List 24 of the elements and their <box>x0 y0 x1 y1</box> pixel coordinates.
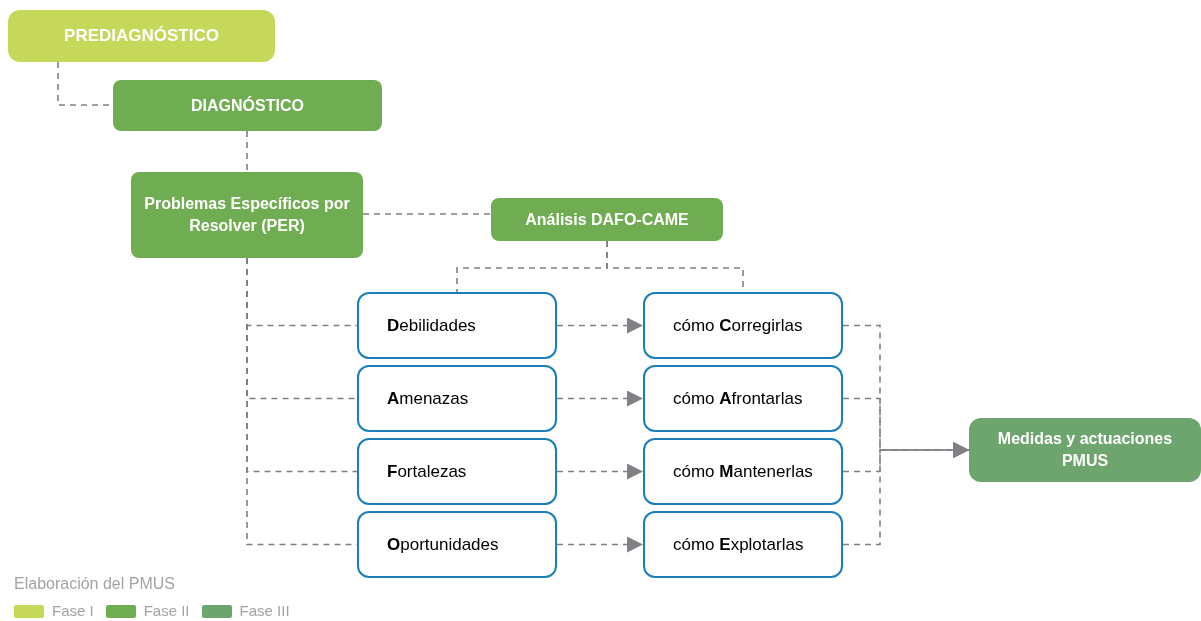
phase-box: Problemas Específicos por Resolver (PER) <box>131 172 363 258</box>
swot-box: Oportunidades <box>357 511 557 578</box>
swot-box: cómo Corregirlas <box>643 292 843 359</box>
swot-box: Amenazas <box>357 365 557 432</box>
phase-box: Medidas y actuaciones PMUS <box>969 418 1201 482</box>
swot-box: Fortalezas <box>357 438 557 505</box>
arrow <box>556 463 644 480</box>
phase-box: DIAGNÓSTICO <box>113 80 382 131</box>
connector-line <box>246 130 248 173</box>
swot-box: cómo Explotarlas <box>643 511 843 578</box>
connector-line <box>362 213 492 215</box>
legend-title: Elaboración del PMUS <box>14 574 175 594</box>
arrow <box>556 390 644 407</box>
arrow <box>556 317 644 334</box>
swot-box: cómo Afrontarlas <box>643 365 843 432</box>
legend-label: Fase III <box>239 601 290 621</box>
legend-label: Fase II <box>143 601 190 621</box>
swot-box: cómo Mantenerlas <box>643 438 843 505</box>
arrow <box>842 442 970 546</box>
swot-box: Debilidades <box>357 292 557 359</box>
phase-box: Análisis DAFO-CAME <box>491 198 723 241</box>
arrow <box>556 536 644 553</box>
legend-label: Fase I <box>52 601 94 621</box>
phase-box: PREDIAGNÓSTICO <box>8 10 275 62</box>
